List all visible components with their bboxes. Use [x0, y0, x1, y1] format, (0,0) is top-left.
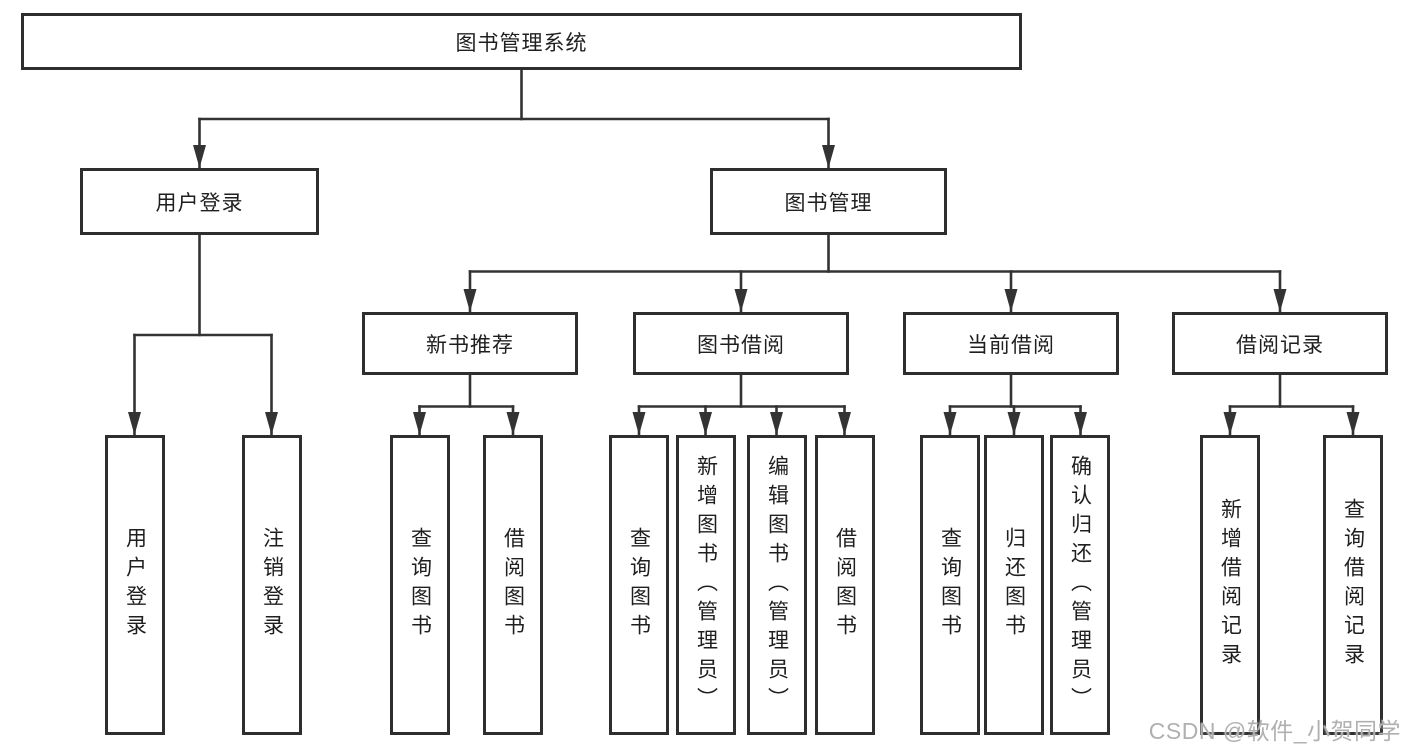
leaf-add-borrow-record: 新增借阅记录: [1200, 435, 1260, 735]
leaf-query-borrow-record-label: 查询借阅记录: [1341, 498, 1365, 672]
leaf-query-books-borrow-label: 查询图书: [627, 527, 651, 643]
leaf-return-book: 归还图书: [984, 435, 1044, 735]
node-user-login: 用户登录: [80, 168, 319, 235]
node-borrow-records: 借阅记录: [1172, 312, 1388, 375]
csdn-watermark: CSDN @软件_小贺同学: [1148, 718, 1401, 744]
leaf-edit-book-admin: 编辑图书（管理员）: [747, 435, 807, 735]
leaf-query-books-recommend-label: 查询图书: [408, 527, 432, 643]
leaf-edit-book-admin-label: 编辑图书（管理员）: [765, 454, 789, 716]
leaf-logout-login-label: 注销登录: [260, 527, 284, 643]
connector-borrowrecords-to-leaves: [1223, 372, 1360, 437]
leaf-add-book-admin: 新增图书（管理员）: [676, 435, 736, 735]
connector-userlogin-to-leaves: [128, 232, 278, 437]
node-book-borrow: 图书借阅: [633, 312, 849, 375]
leaf-borrow-books-recommend: 借阅图书: [483, 435, 543, 735]
leaf-query-books-borrow: 查询图书: [609, 435, 669, 735]
leaf-query-borrow-record: 查询借阅记录: [1323, 435, 1383, 735]
leaf-confirm-return-admin-label: 确认归还（管理员）: [1068, 454, 1092, 716]
node-book-management: 图书管理: [710, 168, 947, 235]
leaf-add-borrow-record-label: 新增借阅记录: [1218, 498, 1242, 672]
connector-bookborrow-to-leaves: [632, 372, 851, 437]
leaf-borrow-books: 借阅图书: [815, 435, 875, 735]
leaf-user-login-label: 用户登录: [123, 527, 147, 643]
node-root-system: 图书管理系统: [21, 13, 1022, 70]
leaf-user-login: 用户登录: [105, 435, 165, 735]
leaf-add-book-admin-label: 新增图书（管理员）: [694, 454, 718, 716]
connector-currentborrow-to-leaves: [943, 372, 1087, 437]
leaf-logout-login: 注销登录: [242, 435, 302, 735]
node-current-borrow: 当前借阅: [903, 312, 1119, 375]
leaf-borrow-books-recommend-label: 借阅图书: [501, 527, 525, 643]
leaf-query-books-current: 查询图书: [920, 435, 980, 735]
leaf-query-books-recommend: 查询图书: [390, 435, 450, 735]
leaf-borrow-books-label: 借阅图书: [833, 527, 857, 643]
leaf-return-book-label: 归还图书: [1002, 527, 1026, 643]
leaf-confirm-return-admin: 确认归还（管理员）: [1050, 435, 1110, 735]
connector-bookmgmt-to-level3: [463, 232, 1287, 314]
connector-root-to-level2: [193, 67, 835, 170]
connector-newbook-to-leaves: [413, 372, 520, 437]
node-new-book-recommend: 新书推荐: [362, 312, 578, 375]
leaf-query-books-current-label: 查询图书: [938, 527, 962, 643]
